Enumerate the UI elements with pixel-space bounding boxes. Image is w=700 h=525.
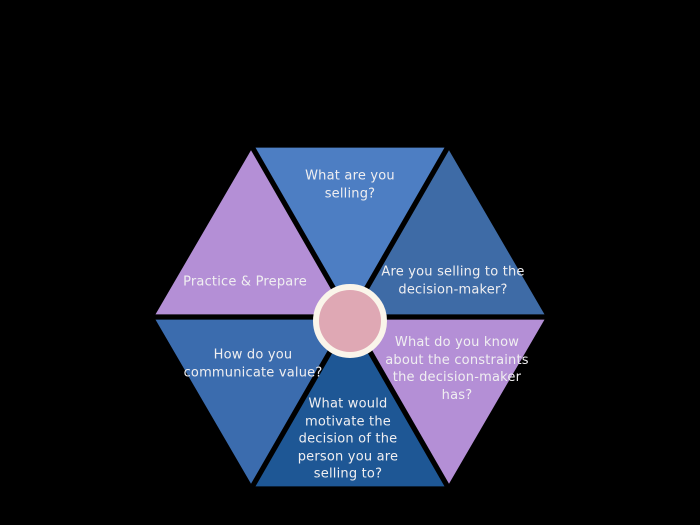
center-circle: [313, 284, 387, 358]
